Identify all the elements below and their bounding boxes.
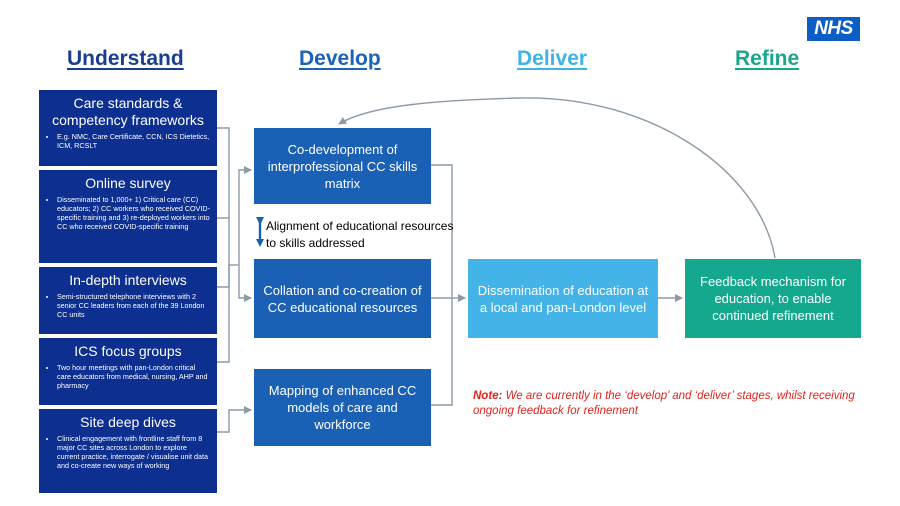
connector-develop-bus — [431, 164, 453, 406]
understand-box-title: Site deep dives — [80, 414, 176, 430]
develop-box-resources: Collation and co-creation of CC educatio… — [254, 259, 431, 338]
develop-box-skills-matrix: Co-development of interprofessional CC s… — [254, 128, 431, 204]
alignment-text: Alignment of educational resources to sk… — [266, 219, 454, 250]
arrow-to-mapping — [217, 406, 252, 433]
understand-box-online-survey: Online survey Disseminated to 1,000+ 1) … — [39, 170, 217, 263]
understand-box-title: In-depth interviews — [69, 272, 187, 288]
connector-focus-groups — [217, 265, 230, 363]
stage-develop: Develop — [299, 47, 381, 70]
develop-box-mapping: Mapping of enhanced CC models of care an… — [254, 369, 431, 446]
arrow-to-skills-matrix — [238, 166, 252, 265]
understand-box-focus-groups: ICS focus groups Two hour meetings with … — [39, 338, 217, 405]
note-label: Note: — [473, 390, 503, 402]
understand-box-care-standards: Care standards & competency frameworks E… — [39, 90, 217, 166]
stage-understand: Understand — [67, 47, 184, 70]
understand-box-bullet: Clinical engagement with frontline staff… — [57, 434, 211, 470]
connector-interviews — [217, 265, 230, 288]
note-body: We are currently in the ‘develop’ and ‘d… — [473, 390, 855, 417]
understand-box-bullet: Two hour meetings with pan-London critic… — [57, 363, 211, 390]
deliver-box: Dissemination of education at a local an… — [468, 259, 658, 338]
understand-box-interviews: In-depth interviews Semi-structured tele… — [39, 267, 217, 334]
understand-box-bullet: E.g. NMC, Care Certificate, CCN, ICS Die… — [57, 132, 211, 150]
arrow-to-resources — [238, 265, 252, 302]
understand-box-title: ICS focus groups — [74, 343, 182, 359]
understand-box-title: Online survey — [85, 175, 171, 191]
feedback-loop-arrow — [338, 97, 776, 259]
stage-deliver: Deliver — [517, 47, 588, 70]
understand-box-bullet: Disseminated to 1,000+ 1) Critical care … — [57, 195, 211, 231]
nhs-logo: NHS — [807, 17, 860, 41]
connector-care-standards — [217, 127, 230, 265]
refine-box: Feedback mechanism for education, to ena… — [685, 259, 861, 338]
understand-box-bullet: Semi-structured telephone interviews wit… — [57, 292, 211, 319]
understand-box-title: Care standards & competency frameworks — [52, 95, 204, 128]
note-text: Note: We are currently in the ‘develop’ … — [473, 389, 873, 419]
understand-box-site-deep-dives: Site deep dives Clinical engagement with… — [39, 409, 217, 493]
stage-refine: Refine — [735, 47, 800, 70]
